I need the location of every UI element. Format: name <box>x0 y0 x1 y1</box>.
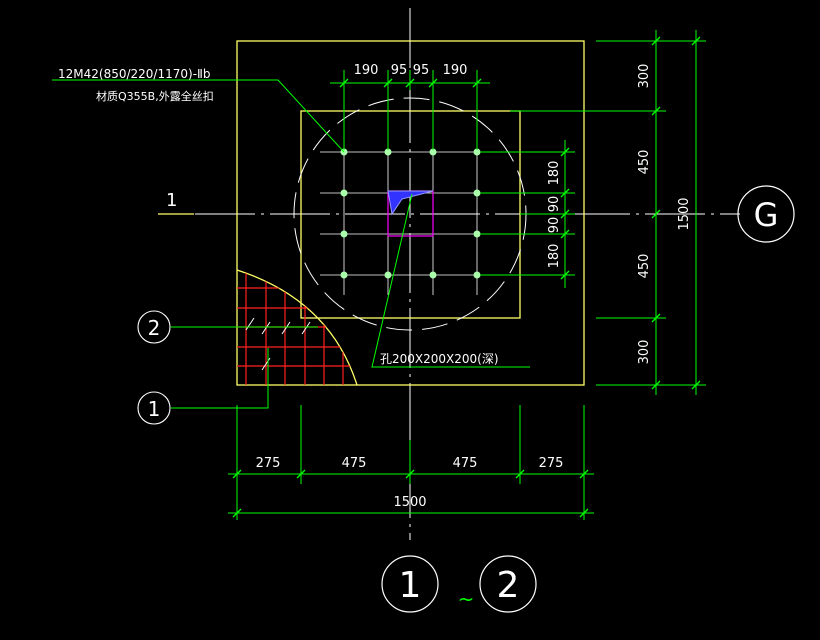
right-inner-dimensions <box>480 140 575 288</box>
anchor-bolt <box>384 271 392 279</box>
grid-label-1: 1 <box>399 565 422 606</box>
anchor-bolt <box>473 148 481 156</box>
central-hole <box>387 190 434 237</box>
section-mark-label: 1 <box>166 190 177 211</box>
grid-range-sep: ~ <box>458 587 475 611</box>
dim-bottom-3: 275 <box>539 456 564 471</box>
grid-label-g: G <box>754 196 779 234</box>
anchor-bolt <box>429 148 437 156</box>
dim-top-3: 190 <box>443 63 468 78</box>
dim-top-2: 95 <box>413 63 430 78</box>
anchor-bolt <box>473 271 481 279</box>
callout-label-1: 1 <box>148 397 161 421</box>
callout-label-2: 2 <box>148 316 161 340</box>
dim-bottom-2: 475 <box>453 456 478 471</box>
dim-right-outer-3: 300 <box>637 340 652 365</box>
dim-bottom-total: 1500 <box>393 495 426 510</box>
anchor-bolt <box>429 271 437 279</box>
dim-right-outer-0: 300 <box>637 64 652 89</box>
grid-bubble-g <box>737 185 795 243</box>
anchor-bolt <box>340 230 348 238</box>
dim-right-inner-0: 180 <box>547 161 562 186</box>
anchor-bolt <box>384 148 392 156</box>
anchor-bolt <box>473 189 481 197</box>
top-dimensions <box>330 70 490 150</box>
dim-right-total: 1500 <box>677 197 692 230</box>
dim-bottom-0: 275 <box>256 456 281 471</box>
dim-right-outer-1: 450 <box>637 150 652 175</box>
grid-label-2: 2 <box>497 565 520 606</box>
anchor-bolt <box>340 189 348 197</box>
dim-bottom-1: 475 <box>342 456 367 471</box>
dim-right-outer-2: 450 <box>637 254 652 279</box>
anchor-bolt <box>473 230 481 238</box>
dim-right-inner-1: 90 <box>547 196 562 213</box>
hole-label: 孔200X200X200(深) <box>380 352 499 366</box>
right-outer-dimensions <box>510 30 706 395</box>
anchor-bolts <box>340 148 481 279</box>
grid-bubble-1 <box>381 555 439 613</box>
bottom-dimensions <box>228 405 594 520</box>
callout-bubble-1 <box>137 391 171 425</box>
anchor-bolt <box>340 271 348 279</box>
callout-bubble-2 <box>137 310 171 344</box>
leader-lines <box>52 79 530 409</box>
dim-top-0: 190 <box>354 63 379 78</box>
anchor-note-leader <box>52 79 345 153</box>
grid-bubble-2 <box>479 555 537 613</box>
anchor-bolt-note-line1: 12M42(850/220/1170)-Ⅱb <box>58 67 211 81</box>
anchor-bolt-note-line2: 材质Q355B,外露全丝扣 <box>96 89 214 103</box>
dim-right-inner-3: 180 <box>547 244 562 269</box>
dim-top-1: 95 <box>391 63 408 78</box>
hole-label-leader <box>371 193 530 368</box>
dim-right-inner-2: 90 <box>547 217 562 234</box>
bubble-1-leader <box>171 348 269 409</box>
outer-pedestal-outline <box>236 40 585 386</box>
